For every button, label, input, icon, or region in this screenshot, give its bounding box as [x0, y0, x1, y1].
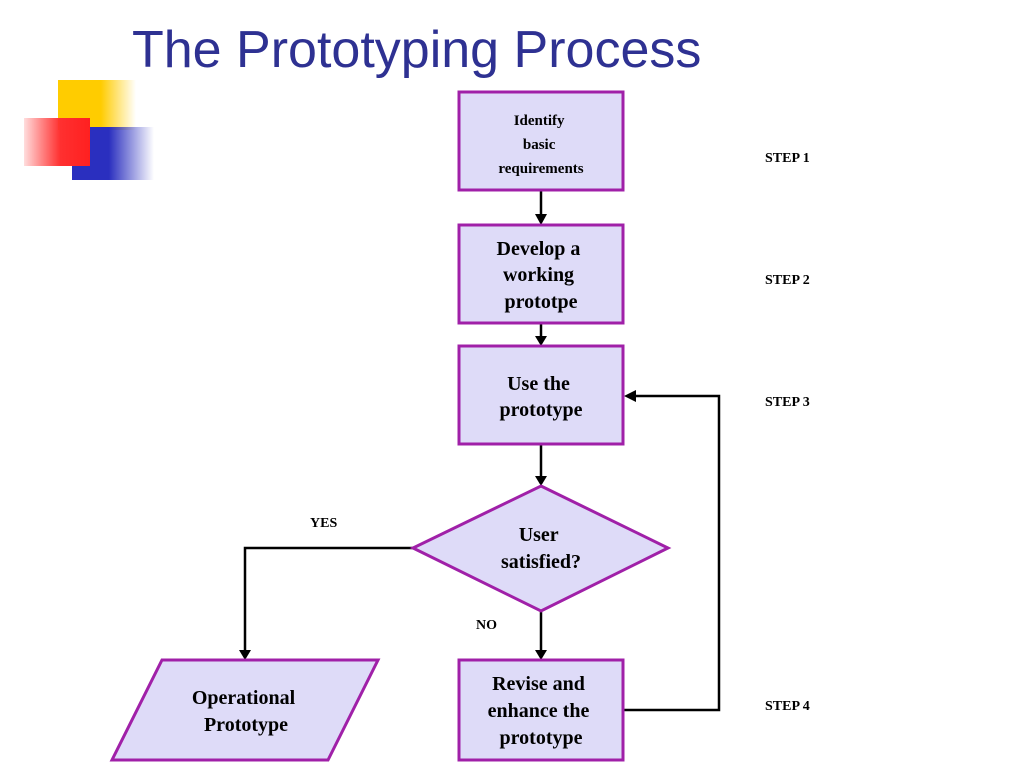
node-decision-text: User satisfied? [501, 524, 581, 573]
step-4-label: STEP 4 [765, 699, 810, 714]
node-develop-prototype [457, 223, 625, 325]
arrow-head [535, 214, 547, 225]
step-3-label: STEP 3 [765, 395, 810, 410]
arrow-revise-loop-to-use [623, 394, 721, 712]
step-2-label: STEP 2 [765, 273, 810, 288]
node-operational-prototype [109, 658, 381, 762]
arrow-decision-yes-to-operational [243, 546, 413, 652]
arrow-head [535, 650, 547, 660]
arrow-head [535, 476, 547, 486]
arrow-head [535, 336, 547, 346]
node-use-text: Use the prototype [500, 373, 583, 421]
node-identify-text: Identify basic requirements [498, 113, 583, 177]
arrow-head [239, 650, 251, 660]
node-use-prototype [457, 344, 625, 446]
arrow-head [624, 390, 636, 402]
slide-title: The Prototyping Process [132, 21, 702, 79]
node-identify-requirements [457, 90, 625, 192]
node-develop-text: Develop a working prototpe [497, 238, 586, 313]
branch-no-label: NO [476, 618, 497, 633]
deco-red-square [24, 118, 90, 166]
node-user-satisfied-decision [409, 484, 672, 613]
connectors [239, 190, 721, 712]
branch-yes-label: YES [310, 516, 337, 531]
node-revise-enhance [457, 658, 625, 762]
node-revise-text: Revise and enhance the prototype [488, 673, 595, 749]
step-1-label: STEP 1 [765, 151, 810, 166]
node-operational-text: Operational Prototype [192, 687, 300, 736]
decorative-squares [24, 80, 154, 180]
